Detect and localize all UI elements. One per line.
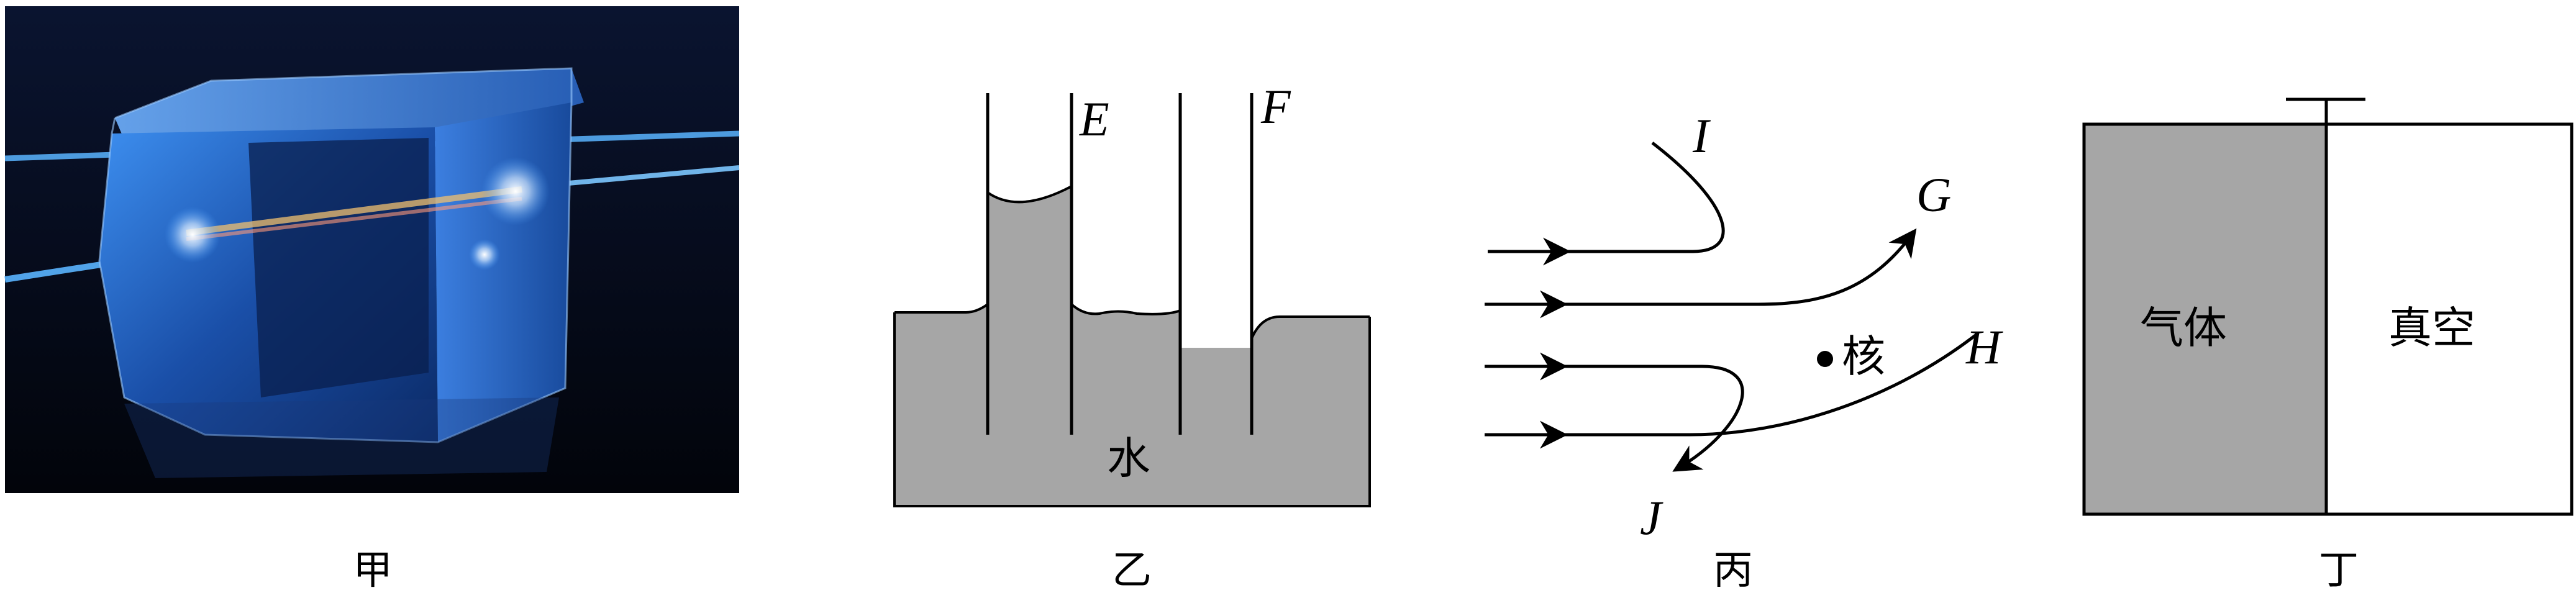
water-label: 水: [1107, 433, 1150, 484]
nucleus-label: 核: [1842, 331, 1885, 382]
tube-e-meniscus: [986, 185, 1072, 204]
water-surface-right: [1250, 315, 1370, 339]
crystal-outline: [98, 67, 573, 443]
water-surface-middle: [1070, 303, 1181, 315]
nucleus-dot-icon: [1817, 351, 1833, 367]
tube-f-label: F: [1260, 79, 1291, 134]
refracted-beam-icon: [186, 186, 522, 236]
water-basin-left: [894, 304, 988, 506]
light-glow-icon: [469, 239, 500, 270]
panel-jia: [4, 6, 740, 493]
path-to-i: [1488, 142, 1725, 253]
caption-ding: 丁: [2319, 548, 2359, 594]
gas-chamber: [2084, 124, 2326, 514]
panel-bing: [1485, 142, 1977, 472]
vacuum-chamber: [2326, 124, 2572, 514]
path-to-h: [1485, 334, 1977, 437]
path-label-j: J: [1640, 491, 1663, 545]
path-to-j: [1485, 365, 1744, 472]
tube-e-label: E: [1079, 92, 1109, 146]
caption-jia: 甲: [353, 548, 393, 594]
panel-bing-labels: 核 I G H J: [1640, 109, 2003, 545]
water-surface-left: [894, 303, 989, 314]
vacuum-label: 真空: [2388, 302, 2475, 353]
path-label-g: G: [1916, 168, 1951, 222]
crystal-side-face: [435, 102, 571, 442]
light-glow-icon: [481, 157, 550, 225]
panel-ding: 气体 真空: [2082, 97, 2574, 516]
caption-bing: 丙: [1713, 548, 1753, 594]
crystal-reflection: [124, 397, 559, 478]
refracted-beam-icon: [186, 197, 522, 241]
path-label-i: I: [1692, 109, 1711, 163]
path-label-h: H: [1965, 320, 2003, 374]
light-glow-icon: [165, 207, 221, 263]
caption-yi: 乙: [1112, 548, 1152, 594]
crystal-inner-shadow: [248, 138, 429, 397]
path-to-g: [1485, 228, 1917, 306]
panel-yi: E F 水: [893, 79, 1371, 507]
gas-label: 气体: [2140, 302, 2227, 353]
basin-outline: [893, 312, 1371, 507]
